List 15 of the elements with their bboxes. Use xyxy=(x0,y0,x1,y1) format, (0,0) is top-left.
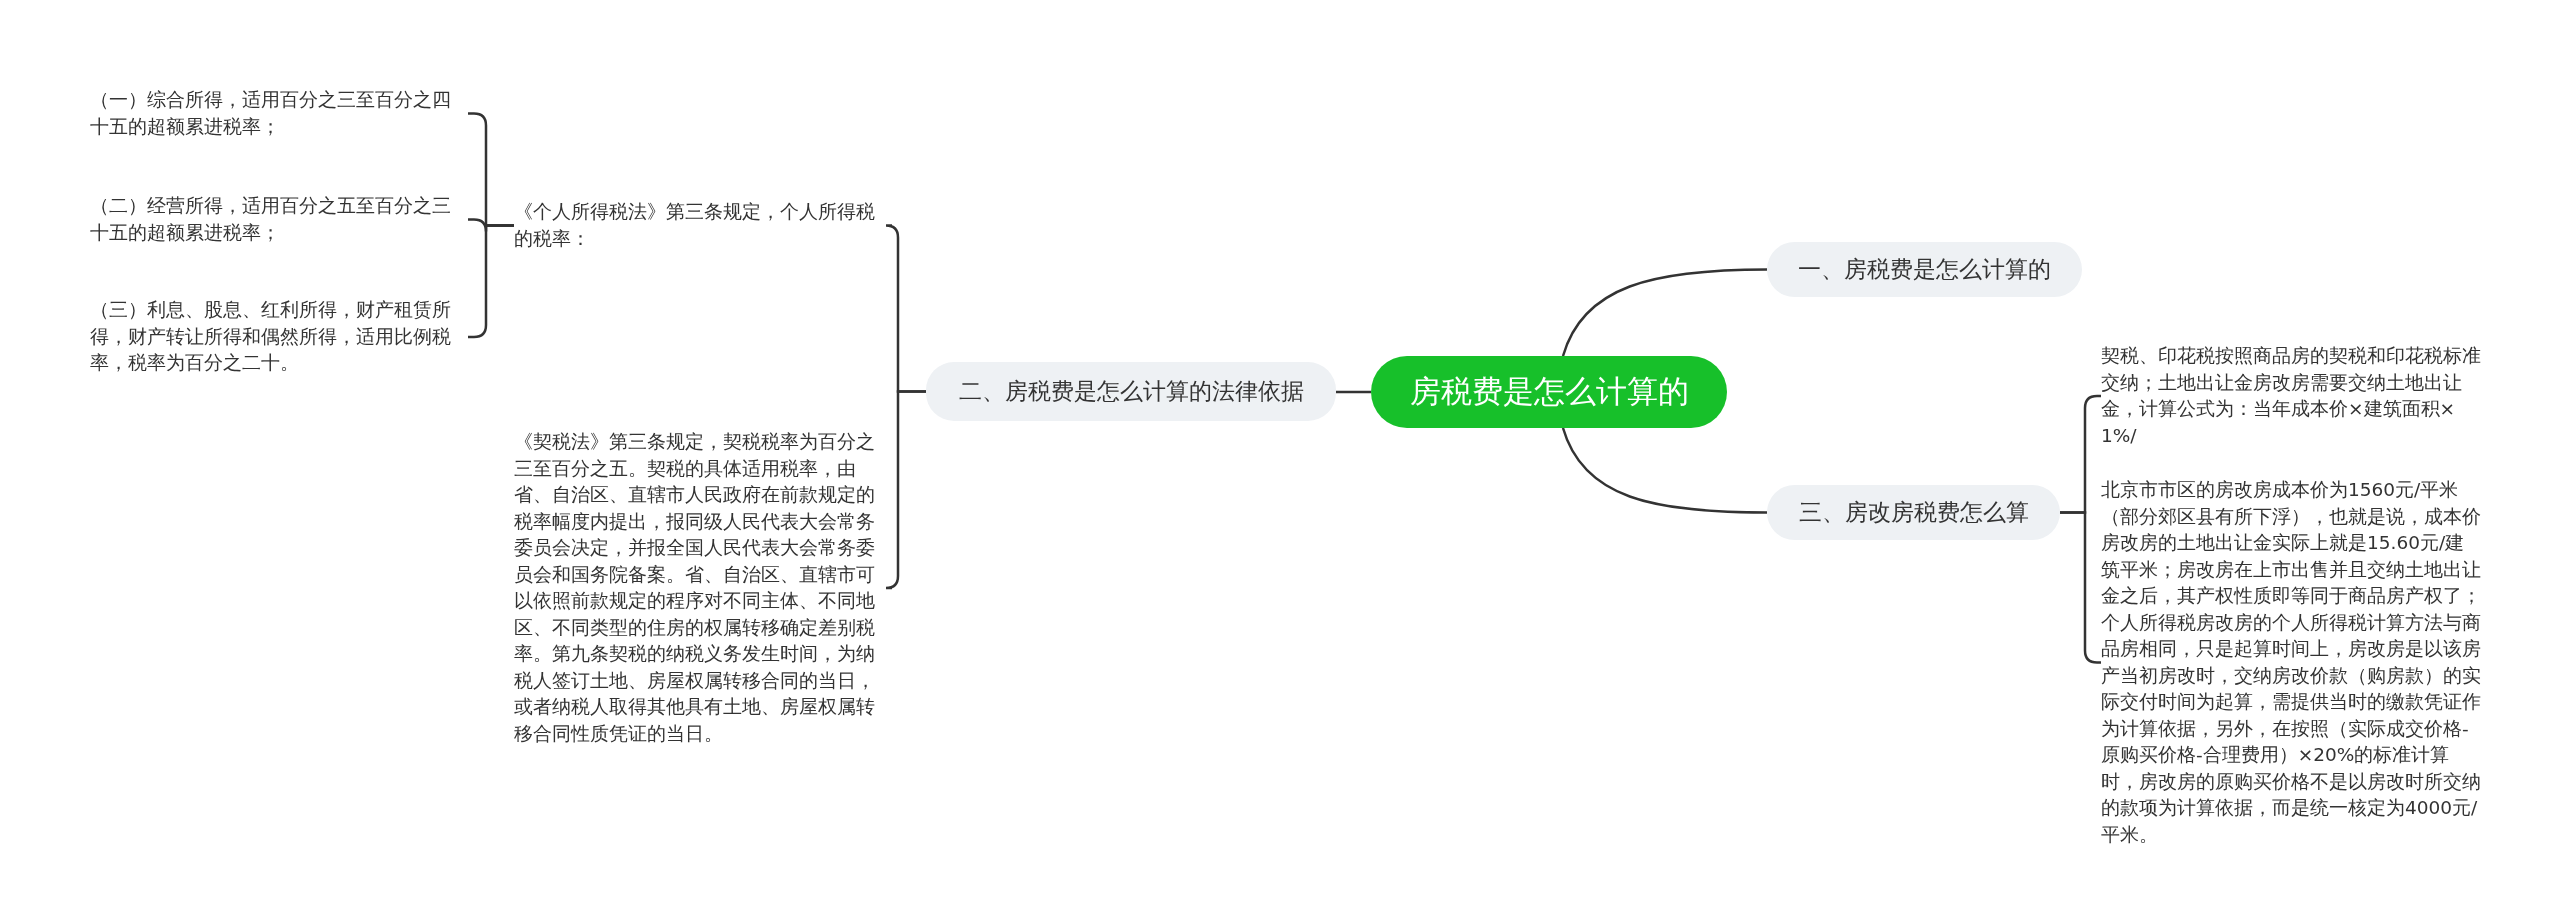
connector-line xyxy=(884,390,926,590)
connector-line xyxy=(1561,268,1767,357)
topic-box: 二、房税费是怎么计算的法律依据 xyxy=(926,362,1336,421)
connector-line xyxy=(1561,427,1767,514)
note-text: （三）利息、股息、红利所得，财产租赁所得，财产转让所得和偶然所得，适用比例税率，税率为百分之二十。 xyxy=(90,297,468,377)
central-topic-box: 房税费是怎么计算的 xyxy=(1371,356,1727,428)
note-text: 《契税法》第三条规定，契税税率为百分之三至百分之五。契税的具体适用税率，由省、自治区、直辖市人民政府在前款规定的税率幅度内提出，报同级人民代表大会常务委员会决定，并报全国人民代表大会常务委员会和国务院备案。省、自治区、直辖市可以依照前款规定的程序对不同主体、不同地区、不同类型的住房的权属转移确定差别税率。第九条契税的纳税义务发生时间，为纳税人签订土地、房屋权属转移合同的当日，或者纳税人取得其他具有土地、房屋权属转移合同性质凭证的当日。 xyxy=(514,429,892,747)
note-text: 契税、印花税按照商品房的契税和印花税标准交纳；土地出让金房改房需要交纳土地出让金，计算公式为：当年成本价×建筑面积×1%/ xyxy=(2101,343,2481,449)
topic-box: 一、房税费是怎么计算的 xyxy=(1767,242,2082,297)
connector-line xyxy=(1336,390,1371,394)
note-text: （二）经营所得，适用百分之五至百分之三十五的超额累进税率； xyxy=(90,193,468,246)
topic-box: 三、房改房税费怎么算 xyxy=(1767,485,2060,540)
note-text: 北京市市区的房改房成本价为1560元/平米（部分郊区县有所下浮），也就是说，成本价房改房的土地出让金实际上就是15.60元/建筑平米；房改房在上市出售并且交纳土地出让金之后，其产权性质即等同于商品房产权了；个人所得税房改房的个人所得税计算方法与商品房相同，只是起算时间上，房改房是以该房产当初房改时，交纳房改价款（购房款）的实际交付时间为起算，需提供当时的缴款凭证作为计算依据，另外，在按照（实际成交价格-原购买价格-合理费用）×20%的标准计算时，房改房的原购买价格不是以房改时所交纳的款项为计算依据，而是统一核定为4000元/平米。 xyxy=(2101,477,2481,848)
note-text: （一）综合所得，适用百分之三至百分之四十五的超额累进税率； xyxy=(90,87,468,140)
note-text: 《个人所得税法》第三条规定，个人所得税的税率： xyxy=(514,199,892,252)
